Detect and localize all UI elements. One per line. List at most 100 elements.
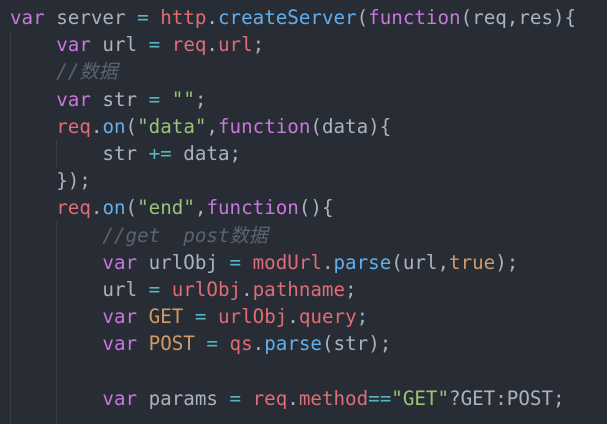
- code-token: ;: [356, 305, 369, 329]
- code-token: str: [90, 87, 149, 111]
- code-token: function: [217, 114, 311, 138]
- code-token: [10, 115, 56, 138]
- code-token: .: [321, 250, 334, 274]
- code-token: [218, 332, 230, 355]
- code-token: query: [298, 305, 357, 329]
- code-line[interactable]: });: [10, 167, 576, 194]
- code-token: req: [171, 33, 207, 57]
- code-token: =: [229, 386, 242, 410]
- indent-guide: [56, 140, 57, 167]
- code-token: (data){: [310, 114, 392, 138]
- code-token: ;: [194, 87, 207, 111]
- code-line[interactable]: var POST = qs.parse(str);: [10, 330, 576, 357]
- code-token: var: [102, 250, 138, 274]
- code-token: +=: [148, 141, 172, 165]
- code-token: ==: [368, 386, 392, 410]
- indent-guide: [10, 31, 11, 424]
- code-token: req: [56, 196, 91, 220]
- code-token: [206, 305, 218, 328]
- code-token: parse: [264, 332, 322, 356]
- code-token: method: [298, 386, 369, 410]
- code-line[interactable]: //数据: [10, 58, 576, 85]
- code-token: =: [137, 6, 149, 29]
- code-token: var: [102, 332, 138, 356]
- code-token: data;: [171, 141, 242, 165]
- code-token: urlObj: [217, 305, 288, 329]
- code-line[interactable]: var params = req.method=="GET"?GET:POST;: [10, 385, 576, 412]
- code-token: var: [102, 386, 138, 410]
- code-token: req: [252, 386, 288, 410]
- code-token: [10, 387, 102, 410]
- code-token: );: [495, 250, 519, 274]
- code-token: "data": [137, 114, 207, 138]
- indent-guide: [56, 222, 57, 424]
- code-line[interactable]: var str = "";: [10, 86, 576, 113]
- code-token: [10, 332, 102, 355]
- code-token: [10, 60, 56, 83]
- code-token: //get post数据: [102, 223, 268, 247]
- code-token: [183, 305, 195, 328]
- code-token: [10, 251, 102, 274]
- code-token: [149, 6, 161, 29]
- code-line[interactable]: str += data;: [10, 140, 576, 167]
- code-token: [241, 251, 253, 274]
- code-line[interactable]: ​: [10, 357, 576, 384]
- code-token: [10, 88, 56, 111]
- code-token: url: [217, 33, 253, 57]
- code-token: (: [125, 196, 138, 220]
- code-token: function: [368, 6, 461, 29]
- code-token: modUrl: [252, 250, 322, 274]
- code-token: (: [356, 6, 369, 29]
- code-token: =: [148, 33, 161, 57]
- code-line[interactable]: req.on("data",function(data){: [10, 113, 576, 140]
- code-token: true: [449, 250, 496, 274]
- code-token: .: [287, 386, 299, 410]
- code-token: "end": [137, 196, 195, 220]
- code-line[interactable]: var GET = urlObj.query;: [10, 303, 576, 330]
- code-token: params: [137, 386, 230, 410]
- code-token: ,: [194, 196, 207, 220]
- code-token: =: [148, 87, 161, 111]
- code-token: req: [56, 114, 91, 138]
- code-line[interactable]: req.on("end",function(){: [10, 194, 576, 221]
- code-token: [137, 305, 149, 328]
- code-token: on: [102, 114, 126, 138]
- code-token: ?GET:POST;: [449, 386, 565, 410]
- code-token: [160, 88, 172, 111]
- code-token: var: [56, 87, 91, 111]
- code-line[interactable]: var urlObj = modUrl.parse(url,true);: [10, 249, 576, 276]
- code-token: var: [102, 305, 138, 329]
- code-token: on: [102, 196, 126, 220]
- code-line[interactable]: var server = http.createServer(function(…: [10, 4, 576, 31]
- code-token: [10, 224, 102, 247]
- code-token: [137, 332, 149, 355]
- code-token: =: [148, 277, 161, 301]
- code-token: str: [10, 141, 149, 165]
- code-token: .: [287, 305, 299, 329]
- code-token: "": [171, 87, 195, 111]
- code-editor[interactable]: var server = http.createServer(function(…: [10, 4, 576, 412]
- code-token: });: [10, 169, 91, 193]
- code-line[interactable]: //get post数据: [10, 222, 576, 249]
- code-token: function: [206, 196, 299, 220]
- code-token: ;: [252, 33, 265, 57]
- code-token: urlObj: [171, 277, 242, 301]
- code-line[interactable]: var url = req.url;: [10, 31, 576, 58]
- code-token: (url,: [391, 250, 450, 274]
- code-token: (req,res){: [460, 6, 577, 29]
- code-token: .: [206, 33, 218, 57]
- code-token: [10, 196, 56, 219]
- code-token: (: [125, 114, 138, 138]
- code-token: GET: [148, 305, 184, 329]
- code-token: .: [90, 196, 103, 220]
- code-token: [195, 332, 207, 355]
- code-token: [160, 33, 172, 56]
- code-line[interactable]: url = urlObj.pathname;: [10, 276, 576, 303]
- code-token: var: [10, 6, 45, 29]
- code-token: [160, 278, 172, 301]
- code-token: .: [90, 114, 103, 138]
- code-token: "GET": [391, 386, 450, 410]
- code-token: url: [90, 33, 149, 57]
- code-token: var: [56, 33, 91, 57]
- code-token: POST: [148, 332, 195, 356]
